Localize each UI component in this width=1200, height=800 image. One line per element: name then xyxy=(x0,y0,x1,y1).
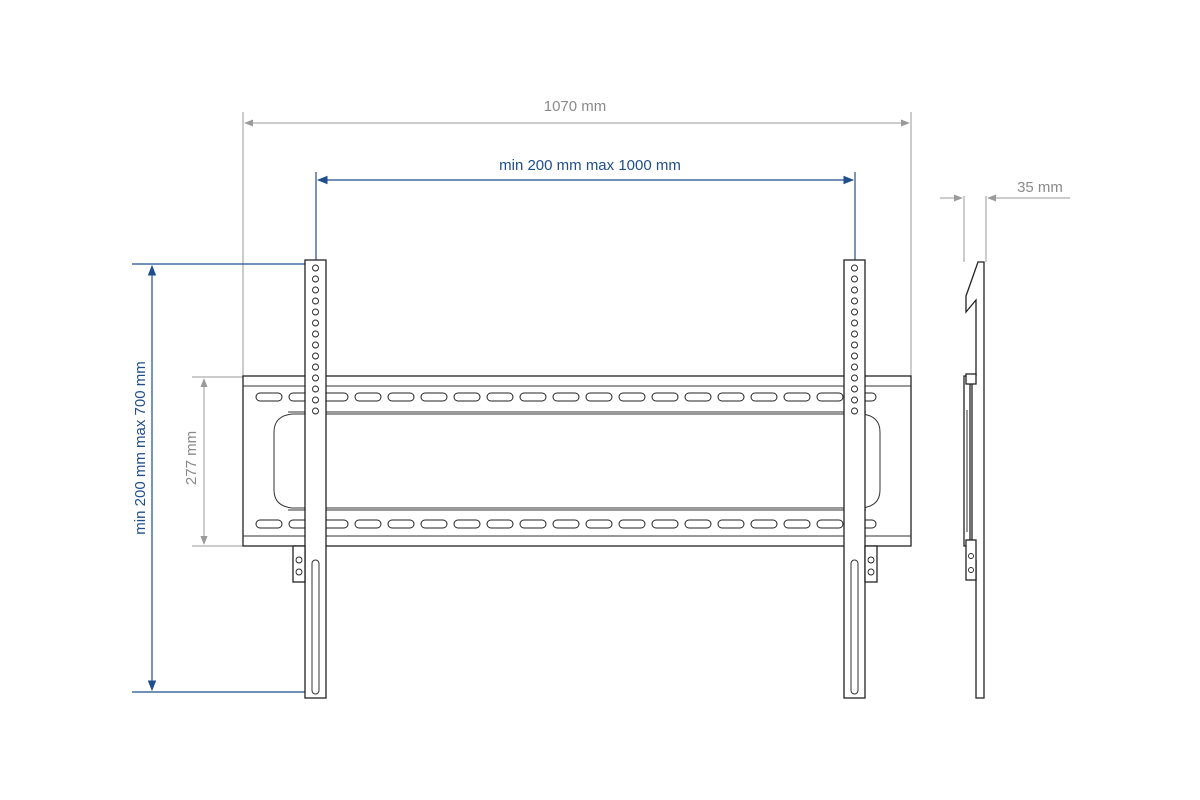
plate-slot xyxy=(618,519,646,529)
left-arm-holes xyxy=(312,264,319,415)
plate-slot xyxy=(387,519,415,529)
arm-hole xyxy=(851,352,858,360)
arm-hole xyxy=(851,319,858,327)
plate-slot xyxy=(255,519,283,529)
profile-depth-dimension: 35 mm xyxy=(940,179,1070,262)
plate-slot xyxy=(750,392,778,402)
plate-slot xyxy=(651,519,679,529)
overall-width-dimension: 1070 mm xyxy=(242,98,912,378)
arm-hole xyxy=(851,275,858,283)
overall-width-label: 1070 mm xyxy=(544,98,607,115)
arm-hole xyxy=(312,396,319,404)
plate-slot xyxy=(552,392,580,402)
arm-hole xyxy=(851,330,858,338)
plate-slot xyxy=(519,519,547,529)
right-arm-holes xyxy=(851,264,858,415)
arm-hole xyxy=(312,264,319,272)
plate-slot xyxy=(684,392,712,402)
arm-hole xyxy=(312,319,319,327)
plate-slot xyxy=(750,519,778,529)
profile-depth-label: 35 mm xyxy=(1017,179,1063,196)
arm-hole xyxy=(312,286,319,294)
plate-slot xyxy=(618,392,646,402)
wall-plate xyxy=(242,375,912,547)
left-mounting-arm xyxy=(292,259,327,699)
plate-slot xyxy=(717,392,745,402)
arm-hole xyxy=(312,385,319,393)
plate-slot xyxy=(420,392,448,402)
plate-slot xyxy=(387,392,415,402)
arm-hole xyxy=(851,385,858,393)
plate-slot xyxy=(717,519,745,529)
vesa-vertical-dimension: min 200 mm max 700 mm xyxy=(132,263,316,693)
plate-slot xyxy=(519,392,547,402)
plate-slot xyxy=(816,519,844,529)
arm-hole xyxy=(851,396,858,404)
plate-slot xyxy=(354,519,382,529)
vesa-horizontal-label: min 200 mm max 1000 mm xyxy=(499,157,681,174)
arm-hole xyxy=(312,374,319,382)
arm-hole xyxy=(851,407,858,415)
plate-slot xyxy=(651,392,679,402)
right-mounting-arm xyxy=(843,259,878,699)
rail-height-label: 277 mm xyxy=(183,431,200,485)
plate-slot xyxy=(783,392,811,402)
plate-slot xyxy=(453,519,481,529)
wall-plate-bottom-slots xyxy=(255,519,877,529)
arm-hole xyxy=(312,407,319,415)
arm-hole xyxy=(851,341,858,349)
plate-slot xyxy=(486,392,514,402)
arm-hole xyxy=(312,308,319,316)
arm-hole xyxy=(312,363,319,371)
arm-hole xyxy=(851,297,858,305)
plate-slot xyxy=(684,519,712,529)
plate-slot xyxy=(255,392,283,402)
rail-height-dimension: 277 mm xyxy=(183,376,243,547)
arm-hole xyxy=(851,286,858,294)
arm-hole xyxy=(312,297,319,305)
vesa-horizontal-dimension: min 200 mm max 1000 mm xyxy=(315,157,856,262)
plate-slot xyxy=(585,519,613,529)
plate-slot xyxy=(816,392,844,402)
plate-slot xyxy=(783,519,811,529)
arm-hole xyxy=(851,363,858,371)
plate-slot xyxy=(486,519,514,529)
arm-hole xyxy=(312,352,319,360)
arm-hole xyxy=(312,330,319,338)
plate-slot xyxy=(585,392,613,402)
arm-hole xyxy=(851,264,858,272)
arm-hole xyxy=(851,374,858,382)
vesa-vertical-label: min 200 mm max 700 mm xyxy=(132,361,149,534)
arm-hole xyxy=(312,341,319,349)
arm-hole xyxy=(851,308,858,316)
plate-slot xyxy=(354,392,382,402)
plate-slot xyxy=(420,519,448,529)
side-profile-view xyxy=(963,261,985,699)
plate-slot xyxy=(453,392,481,402)
plate-slot xyxy=(552,519,580,529)
arm-hole xyxy=(312,275,319,283)
